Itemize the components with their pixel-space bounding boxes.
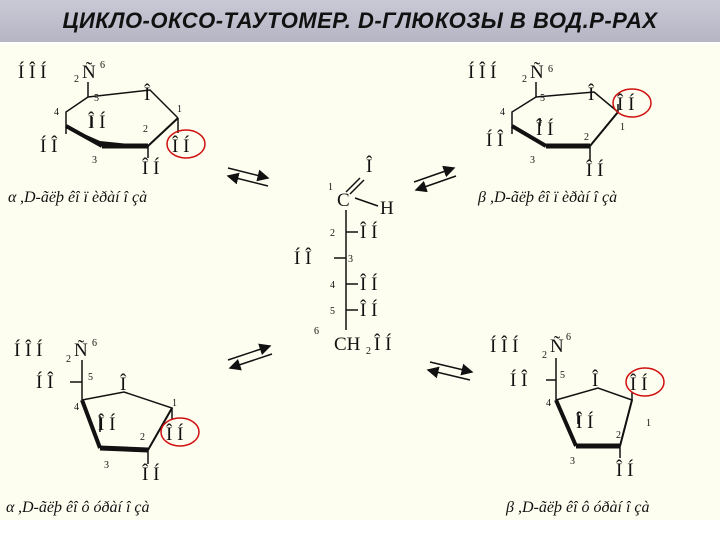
svg-text:Î: Î <box>366 155 373 177</box>
beta-furanose: Í Î Í 2 Ñ 6 Í Î 5 4 Î 1 Î Í 2 3 Î Í Î Í … <box>490 332 665 516</box>
svg-text:5: 5 <box>330 306 335 317</box>
svg-text:Í Î: Í Î <box>294 247 312 269</box>
svg-text:Î Í: Î Í <box>360 221 377 243</box>
svg-text:1: 1 <box>172 398 177 409</box>
svg-text:1: 1 <box>328 182 333 193</box>
svg-text:4: 4 <box>330 280 335 291</box>
beta-pyranose: Í Î Í 2 Ñ 6 5 Î 1 4 Î Í 2 3 Í Î Î Í Î Í … <box>468 61 652 206</box>
svg-text:Î Í: Î Í <box>98 413 115 435</box>
svg-text:5: 5 <box>94 93 99 104</box>
alpha-furanose-oh-highlight <box>160 417 200 447</box>
svg-text:Î: Î <box>588 83 595 105</box>
alpha-furanose-caption: ,D-ãëþ êî ô óðàí î çà <box>18 499 150 516</box>
svg-text:Î Í: Î Í <box>617 93 634 115</box>
alpha-pyranose: Í Î Í 2 Ñ 6 5 Î 1 4 Î Í 2 3 Í Î Î Í Î Í … <box>8 60 206 206</box>
svg-text:Í Î: Í Î <box>36 371 54 393</box>
diagram-panel <box>0 44 720 520</box>
alpha-pyranose-caption: ,D-ãëþ êî ï èðàí î çà <box>20 189 147 206</box>
svg-text:2: 2 <box>66 354 71 365</box>
svg-text:6: 6 <box>314 326 319 337</box>
svg-text:2: 2 <box>143 124 148 135</box>
ring-oxygen: Î <box>144 83 151 105</box>
svg-text:4: 4 <box>54 107 59 118</box>
hoh2c-group: Í Î Í <box>18 61 46 83</box>
svg-text:1: 1 <box>620 122 625 133</box>
beta-furanose-caption: ,D-ãëþ êî ô óðàí î çà <box>518 499 650 516</box>
svg-text:Ñ: Ñ <box>550 335 564 357</box>
svg-text:6: 6 <box>92 338 97 349</box>
svg-text:Ñ: Ñ <box>530 61 544 83</box>
svg-text:1: 1 <box>177 104 182 115</box>
svg-text:4: 4 <box>546 398 551 409</box>
svg-text:2: 2 <box>616 430 621 441</box>
svg-text:Î Í: Î Í <box>374 333 391 355</box>
svg-text:CH: CH <box>334 334 361 355</box>
svg-text:3: 3 <box>530 155 535 166</box>
beta-furanose-oh-highlight <box>625 367 665 397</box>
alpha-furanose: Í Î Í 2 Ñ 6 Í Î 5 4 Î 1 Î Í 2 3 Î Í Î Í … <box>6 338 200 516</box>
svg-text:6: 6 <box>548 64 553 75</box>
svg-text:Î Í: Î Í <box>360 299 377 321</box>
svg-text:Î Í: Î Í <box>166 423 183 445</box>
title-bar <box>0 0 720 42</box>
svg-text:Ñ: Ñ <box>74 339 88 361</box>
svg-text:Í Î: Í Î <box>40 135 58 157</box>
svg-text:Í Î Í: Í Î Í <box>14 339 42 361</box>
svg-text:α: α <box>6 499 15 516</box>
svg-text:C: C <box>337 190 350 211</box>
svg-text:Î Í: Î Í <box>630 373 647 395</box>
svg-text:6: 6 <box>100 60 105 71</box>
svg-text:3: 3 <box>348 254 353 265</box>
svg-text:Î Í: Î Í <box>360 273 377 295</box>
svg-text:Î Í: Î Í <box>616 459 633 481</box>
svg-text:Ñ: Ñ <box>82 61 96 83</box>
equilibrium-arrow-beta-pyranose <box>413 165 457 193</box>
svg-text:2: 2 <box>522 74 527 85</box>
svg-text:2: 2 <box>74 74 79 85</box>
svg-text:2: 2 <box>140 432 145 443</box>
svg-text:Î: Î <box>592 369 599 391</box>
svg-text:Í Î Í: Í Î Í <box>490 335 518 357</box>
svg-text:Î Í: Î Í <box>172 135 189 157</box>
svg-text:α: α <box>8 189 17 206</box>
svg-text:5: 5 <box>540 93 545 104</box>
page-title: ЦИКЛО-ОКСО-ТАУТОМЕР. D-ГЛЮКОЗЫ В ВОД.Р-Р… <box>62 8 658 33</box>
svg-text:H: H <box>380 198 394 219</box>
svg-text:Í Î: Í Î <box>486 129 504 151</box>
open-chain-glucose: Î 1 C H 2 Î Í Í Î 3 4 Î Í 5 Î Í 6 CH 2 Î… <box>294 155 394 357</box>
svg-text:β: β <box>505 499 514 516</box>
svg-text:Í Î Í: Í Î Í <box>468 61 496 83</box>
svg-text:β: β <box>477 189 486 206</box>
svg-text:Í Î: Í Î <box>510 369 528 391</box>
svg-text:2: 2 <box>366 346 371 357</box>
svg-text:2: 2 <box>584 132 589 143</box>
svg-text:4: 4 <box>74 402 79 413</box>
svg-text:2: 2 <box>330 228 335 239</box>
svg-text:Î Í: Î Í <box>142 463 159 485</box>
svg-text:Î Í: Î Í <box>576 411 593 433</box>
svg-text:Î Í: Î Í <box>142 157 159 179</box>
svg-text:6: 6 <box>566 332 571 343</box>
equilibrium-arrow-alpha-pyranose <box>226 167 270 187</box>
beta-pyranose-caption: ,D-ãëþ êî ï èðàí î çà <box>490 189 617 206</box>
svg-text:3: 3 <box>92 155 97 166</box>
svg-text:Î Í: Î Í <box>536 118 553 140</box>
equilibrium-arrows <box>226 165 474 381</box>
svg-text:Î Í: Î Í <box>586 159 603 181</box>
alpha-oh-highlight <box>166 129 206 159</box>
svg-text:3: 3 <box>104 460 109 471</box>
svg-text:3: 3 <box>570 456 575 467</box>
beta-oh-highlight <box>612 88 652 118</box>
svg-text:1: 1 <box>646 418 651 429</box>
svg-text:2: 2 <box>542 350 547 361</box>
svg-text:4: 4 <box>500 107 505 118</box>
svg-text:Î: Î <box>120 373 127 395</box>
svg-text:Î Í: Î Í <box>88 111 105 133</box>
svg-text:5: 5 <box>560 370 565 381</box>
equilibrium-arrow-beta-furanose <box>426 361 474 381</box>
equilibrium-arrow-alpha-furanose <box>227 343 273 371</box>
svg-text:5: 5 <box>88 372 93 383</box>
